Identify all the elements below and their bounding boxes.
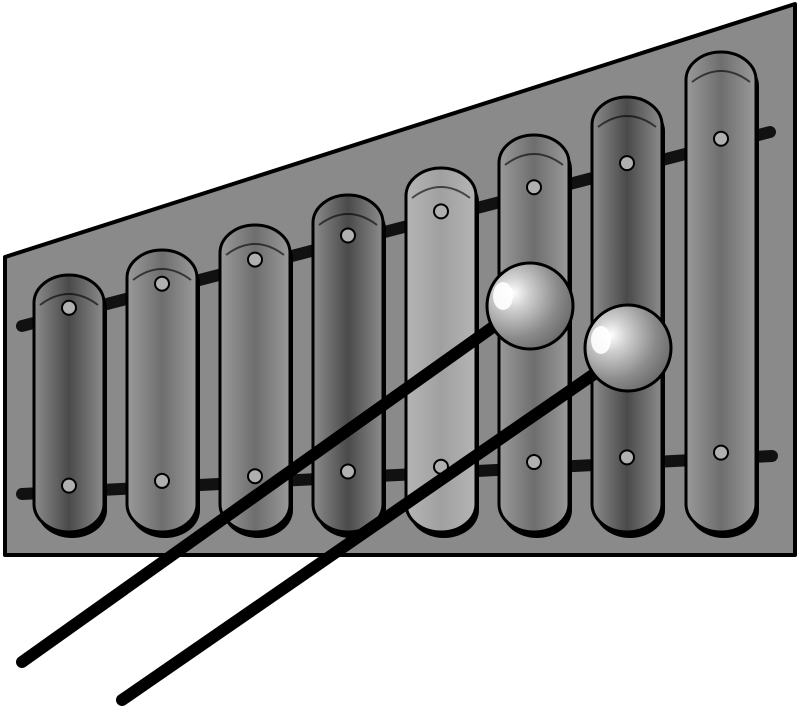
bar-rivet (247, 468, 263, 485)
xylophone-bar (218, 223, 293, 538)
bar-rivet (433, 203, 449, 220)
mallet-right-stick (116, 364, 606, 706)
mallet-left-stick (16, 316, 506, 668)
bar-rivet (247, 251, 263, 268)
bar-rivet (61, 477, 77, 494)
xylophone-bar (125, 248, 200, 538)
bar-rivet (526, 454, 542, 471)
mallet-right-head (583, 303, 673, 393)
xylophone-bar-body (684, 50, 758, 534)
bar-rivet (61, 299, 77, 316)
bar-rivet (713, 444, 729, 461)
bar-rivet (526, 179, 542, 196)
mallet-left (16, 261, 575, 668)
xylophone-bar-body (32, 273, 106, 534)
bar-rivet (154, 275, 170, 292)
xylophone-bar (311, 193, 386, 538)
bar-rivet (619, 155, 635, 172)
xylophone-bar-body (218, 223, 292, 534)
xylophone-bar-body (125, 248, 199, 534)
mallet-right (116, 303, 673, 706)
bar-rivet (340, 463, 356, 480)
bar-rivet (619, 449, 635, 466)
bar-rivet (340, 227, 356, 244)
bar-rivet (154, 472, 170, 489)
xylophone-bar (684, 50, 759, 538)
bar-rivet (713, 130, 729, 147)
xylophone-bar-body (404, 166, 478, 534)
xylophone-bar (32, 273, 107, 538)
xylophone-bar-body (311, 193, 385, 534)
